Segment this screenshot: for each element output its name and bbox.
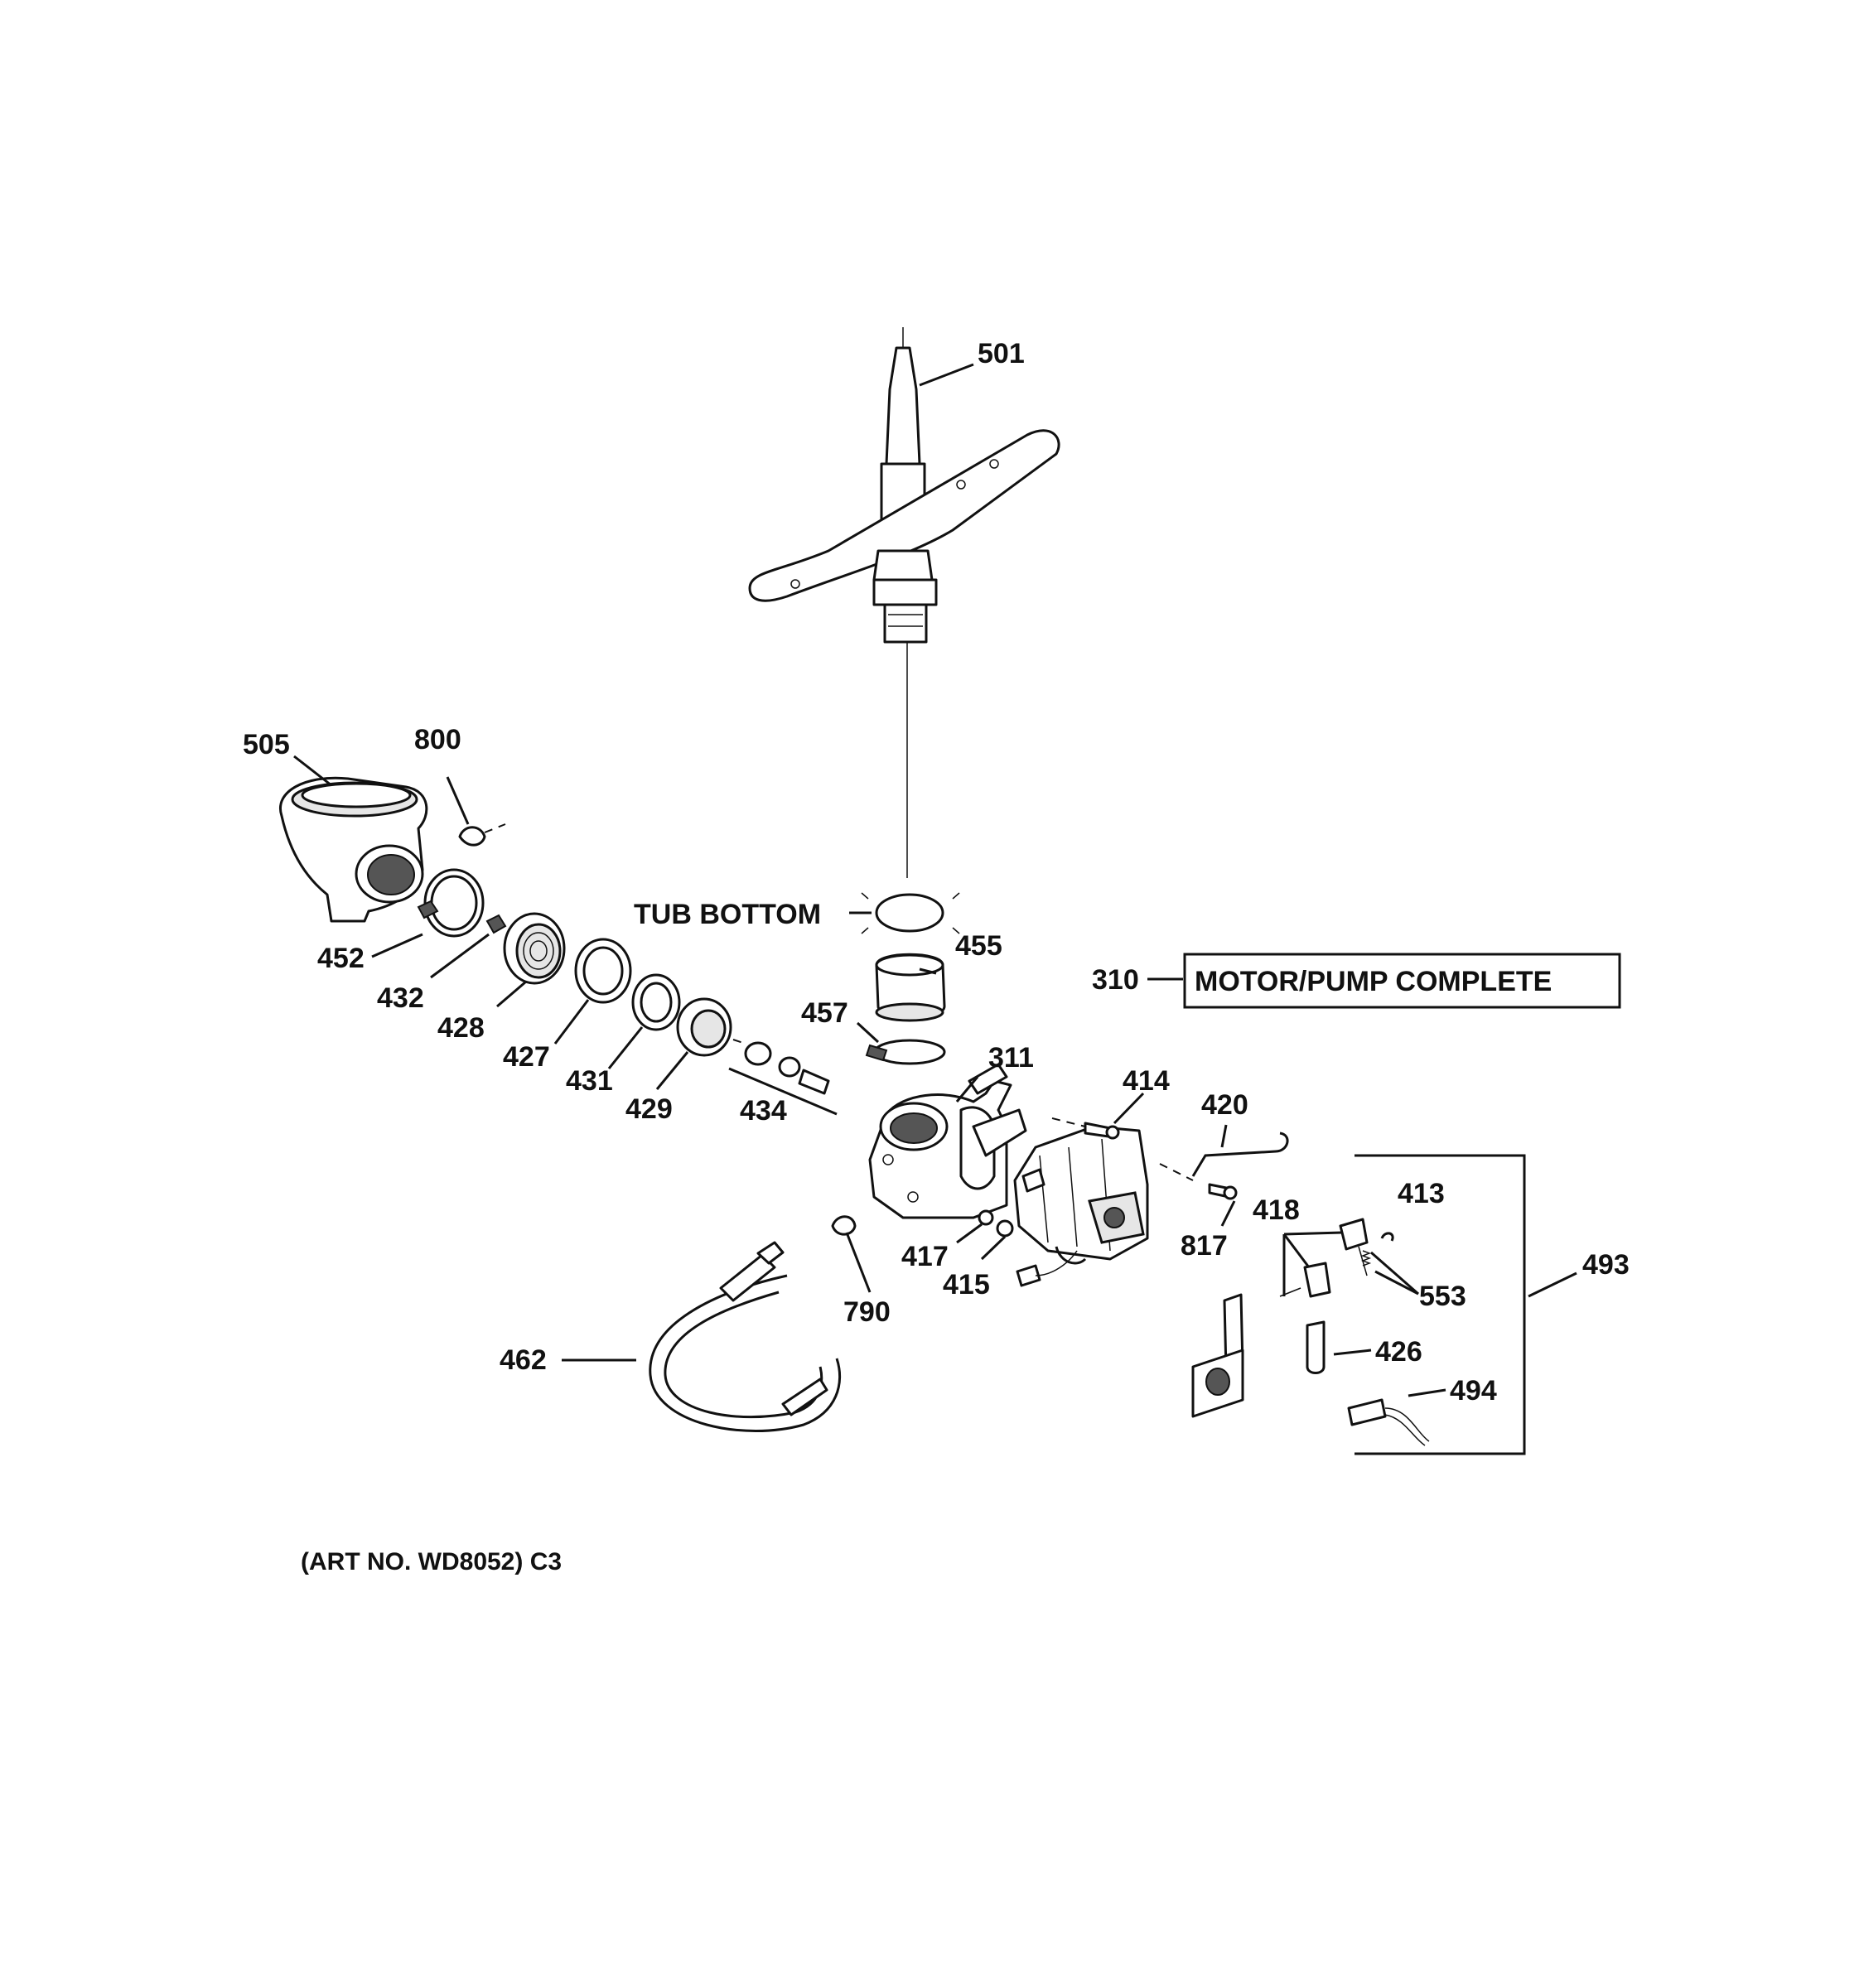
heater-462 [649,1241,842,1432]
hose-coupling [875,953,946,1022]
label-452: 452 [317,943,365,974]
label-414: 414 [1123,1065,1170,1097]
clamp-452 [417,868,485,938]
leader-lines [293,363,1577,1397]
impeller-429 [676,997,732,1057]
label-429: 429 [625,1093,673,1125]
tub-bottom-marks [861,892,960,934]
label-415: 415 [943,1269,990,1300]
screw-817 [1159,1163,1238,1200]
spring-553 [1358,1246,1372,1276]
gasket-455 [875,893,944,933]
clip-790 [831,1215,857,1236]
label-501: 501 [978,338,1025,369]
label-418: 418 [1253,1194,1300,1226]
label-417: 417 [901,1241,949,1272]
label-817: 817 [1181,1230,1228,1262]
plunger-426 [1306,1320,1326,1374]
label-413: 413 [1398,1178,1445,1209]
label-493: 493 [1582,1249,1630,1281]
rod-420 [1191,1132,1289,1177]
clip-800 [458,823,506,847]
label-553: 553 [1419,1281,1466,1312]
label-426: 426 [1375,1336,1422,1368]
label-431: 431 [566,1065,613,1097]
filter-428 [503,912,566,985]
motor-pump-complete-box [1183,953,1621,1009]
bracket-493 [1355,1154,1526,1455]
washer-417 [978,1209,994,1226]
clip-413 [1380,1232,1394,1242]
clip-432 [485,914,507,934]
label-505: 505 [243,729,290,760]
ring-427 [574,938,632,1004]
label-428: 428 [437,1012,485,1044]
solenoid-bracket [1191,1293,1244,1418]
seal-kit-434 [728,1039,838,1116]
label-432: 432 [377,982,424,1014]
motor [1013,1125,1149,1287]
lever-418 [1279,1218,1369,1298]
clamp-457 [865,1039,946,1065]
nut-415 [996,1219,1014,1238]
label-462: 462 [500,1344,547,1376]
label-motor-pump-complete: MOTOR/PUMP COMPLETE [1195,966,1552,997]
label-311: 311 [988,1042,1034,1074]
label-tub-bottom: TUB BOTTOM [634,899,821,930]
label-455: 455 [955,930,1002,962]
label-427: 427 [503,1041,550,1073]
label-494: 494 [1450,1375,1497,1407]
ring-431 [631,973,681,1031]
screw-414 [1051,1117,1120,1140]
label-310: 310 [1092,964,1139,996]
label-434: 434 [740,1095,787,1127]
art-number-caption: (ART NO. WD8052) C3 [301,1548,562,1575]
spray-arm-501 [748,327,1060,878]
connector-494 [1347,1398,1430,1446]
pump-housing-311 [868,1063,1027,1219]
label-457: 457 [801,997,848,1029]
label-790: 790 [843,1296,891,1328]
label-420: 420 [1201,1089,1248,1121]
label-800: 800 [414,724,461,755]
sump-housing-505 [279,776,428,923]
